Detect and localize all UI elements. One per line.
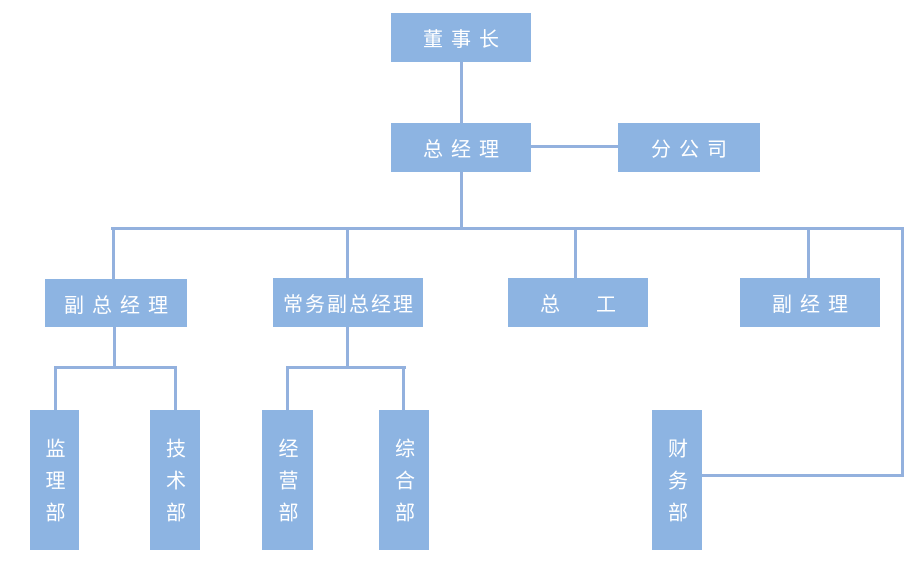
connector-main-bus xyxy=(111,227,904,230)
connector-gm-bus xyxy=(460,172,463,230)
connector-branch-bus-1 xyxy=(54,366,177,369)
node-chief-engineer: 总 工 xyxy=(508,278,648,327)
connector-bus-deputy-manager xyxy=(807,228,810,279)
connector-bus-right-drop xyxy=(901,228,904,477)
connector-deputy-gm-drop xyxy=(113,327,116,368)
node-deputy-general-manager: 副总经理 xyxy=(45,279,187,327)
connector-technical-drop xyxy=(174,368,177,410)
node-general-affairs-dept: 综合部 xyxy=(379,410,429,550)
connector-chairman-gm xyxy=(460,62,463,124)
node-deputy-manager: 副经理 xyxy=(740,278,880,327)
connector-exec-dgm-drop xyxy=(346,327,349,368)
node-supervision-dept: 监理部 xyxy=(30,410,79,550)
node-executive-deputy-general-manager: 常务副总经理 xyxy=(273,278,423,327)
node-finance-dept: 财务部 xyxy=(652,410,702,550)
node-general-manager: 总经理 xyxy=(391,123,531,172)
connector-gm-branch xyxy=(531,145,618,148)
node-chairman: 董事长 xyxy=(391,13,531,62)
connector-supervision-drop xyxy=(54,368,57,410)
connector-bus-exec-deputy-gm xyxy=(346,228,349,279)
connector-general-drop xyxy=(402,368,405,410)
node-technical-dept: 技术部 xyxy=(150,410,200,550)
connector-business-drop xyxy=(286,368,289,410)
node-branch-company: 分公司 xyxy=(618,123,760,172)
connector-bus-chief-engineer xyxy=(574,228,577,279)
node-business-dept: 经营部 xyxy=(262,410,313,550)
connector-branch-bus-2 xyxy=(286,366,406,369)
connector-finance xyxy=(702,474,904,477)
connector-bus-deputy-gm xyxy=(112,228,115,279)
